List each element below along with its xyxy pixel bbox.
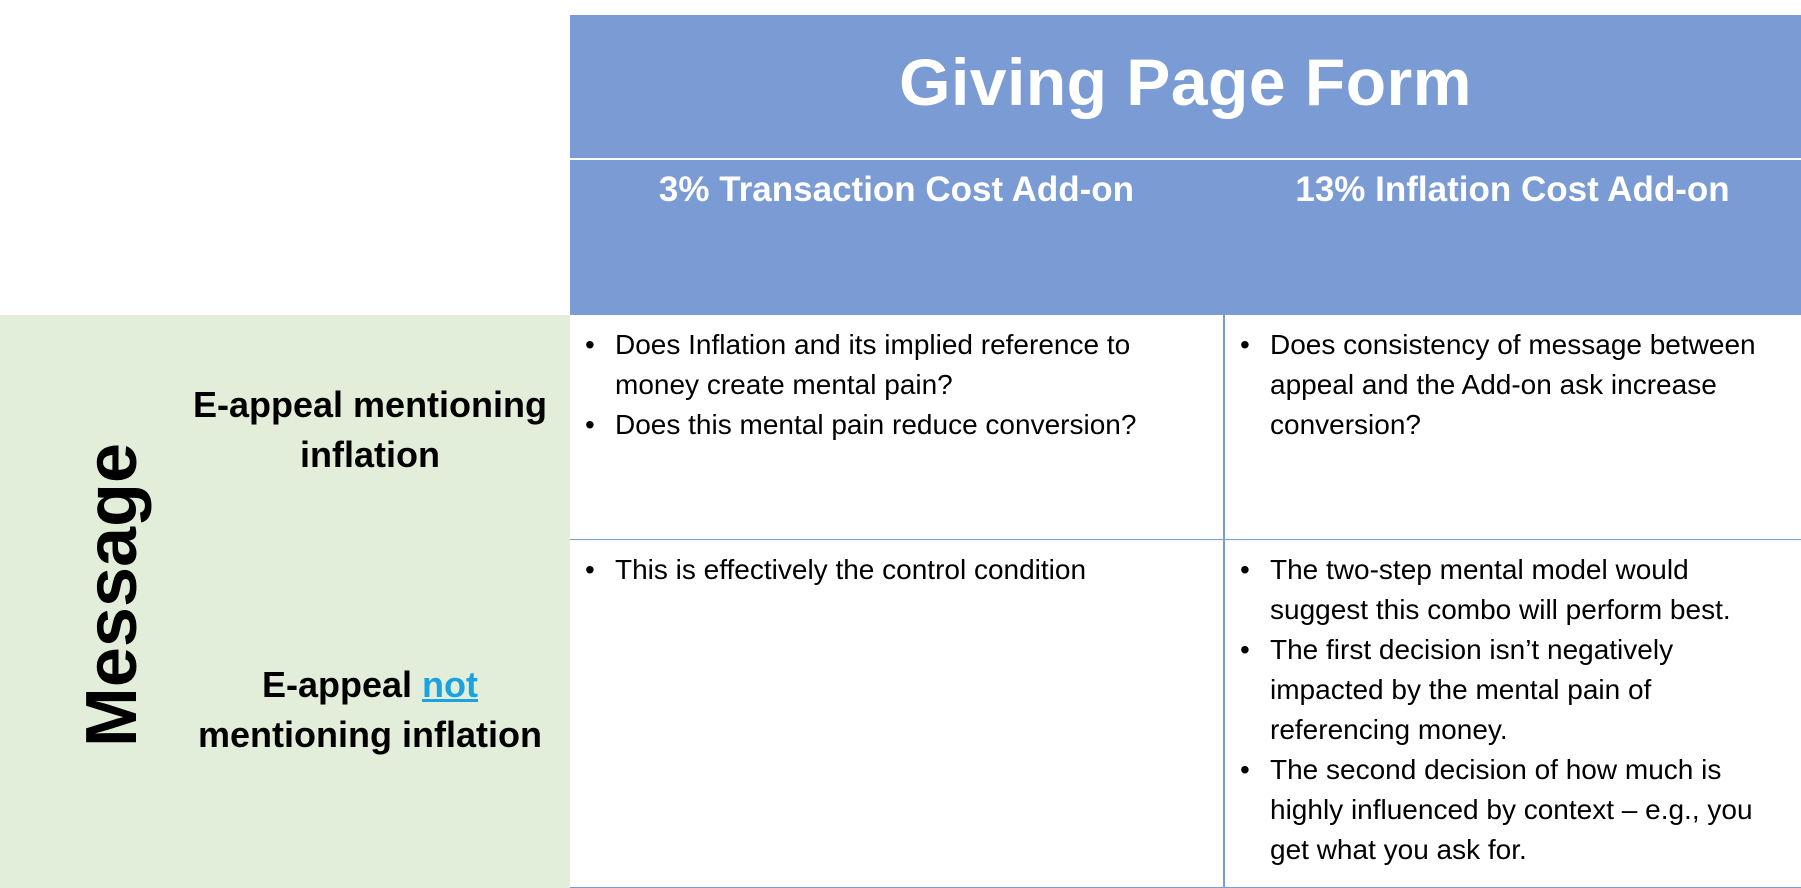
- row-label-mentioning: E-appeal mentioning inflation: [185, 380, 555, 480]
- row-label-mentioning-line2: inflation: [300, 434, 440, 475]
- bullet-item: The two-step mental model would suggest …: [1240, 550, 1791, 630]
- row-label-not-mentioning-line2: mentioning inflation: [198, 714, 542, 755]
- bullet-item: The first decision isn’t negatively impa…: [1240, 630, 1791, 750]
- row-header-band: [0, 315, 570, 888]
- row-label-prefix: E-appeal: [261, 664, 423, 705]
- bullet-item: The second decision of how much is highl…: [1240, 750, 1791, 870]
- cell-not-mentioning-inflation: The two-step mental model would suggest …: [1224, 540, 1801, 888]
- column-divider: [1223, 160, 1224, 888]
- row-label-not-mentioning-line1: E-appeal not: [185, 660, 555, 710]
- message-axis-label: Message: [72, 442, 152, 748]
- cell-mentioning-inflation: Does consistency of message between appe…: [1224, 315, 1801, 540]
- cell-not-mentioning-transaction: This is effectively the control conditio…: [570, 540, 1224, 888]
- column-header-transaction: 3% Transaction Cost Add-on: [570, 160, 1223, 315]
- bullet-item: Does consistency of message between appe…: [1240, 325, 1791, 445]
- cell-mentioning-transaction: Does Inflation and its implied reference…: [570, 315, 1224, 540]
- not-highlight-link[interactable]: not: [422, 664, 479, 705]
- bullet-item: Does Inflation and its implied reference…: [585, 325, 1214, 405]
- bullet-item: This is effectively the control conditio…: [585, 550, 1214, 590]
- row-label-not-mentioning: E-appeal not mentioning inflation: [185, 660, 555, 760]
- bullet-item: Does this mental pain reduce conversion?: [585, 405, 1214, 445]
- column-header-inflation: 13% Inflation Cost Add-on: [1224, 160, 1801, 315]
- header-band: Giving Page Form: [570, 15, 1801, 158]
- header-title: Giving Page Form: [899, 44, 1472, 119]
- row-label-mentioning-line1: E-appeal mentioning: [192, 384, 548, 425]
